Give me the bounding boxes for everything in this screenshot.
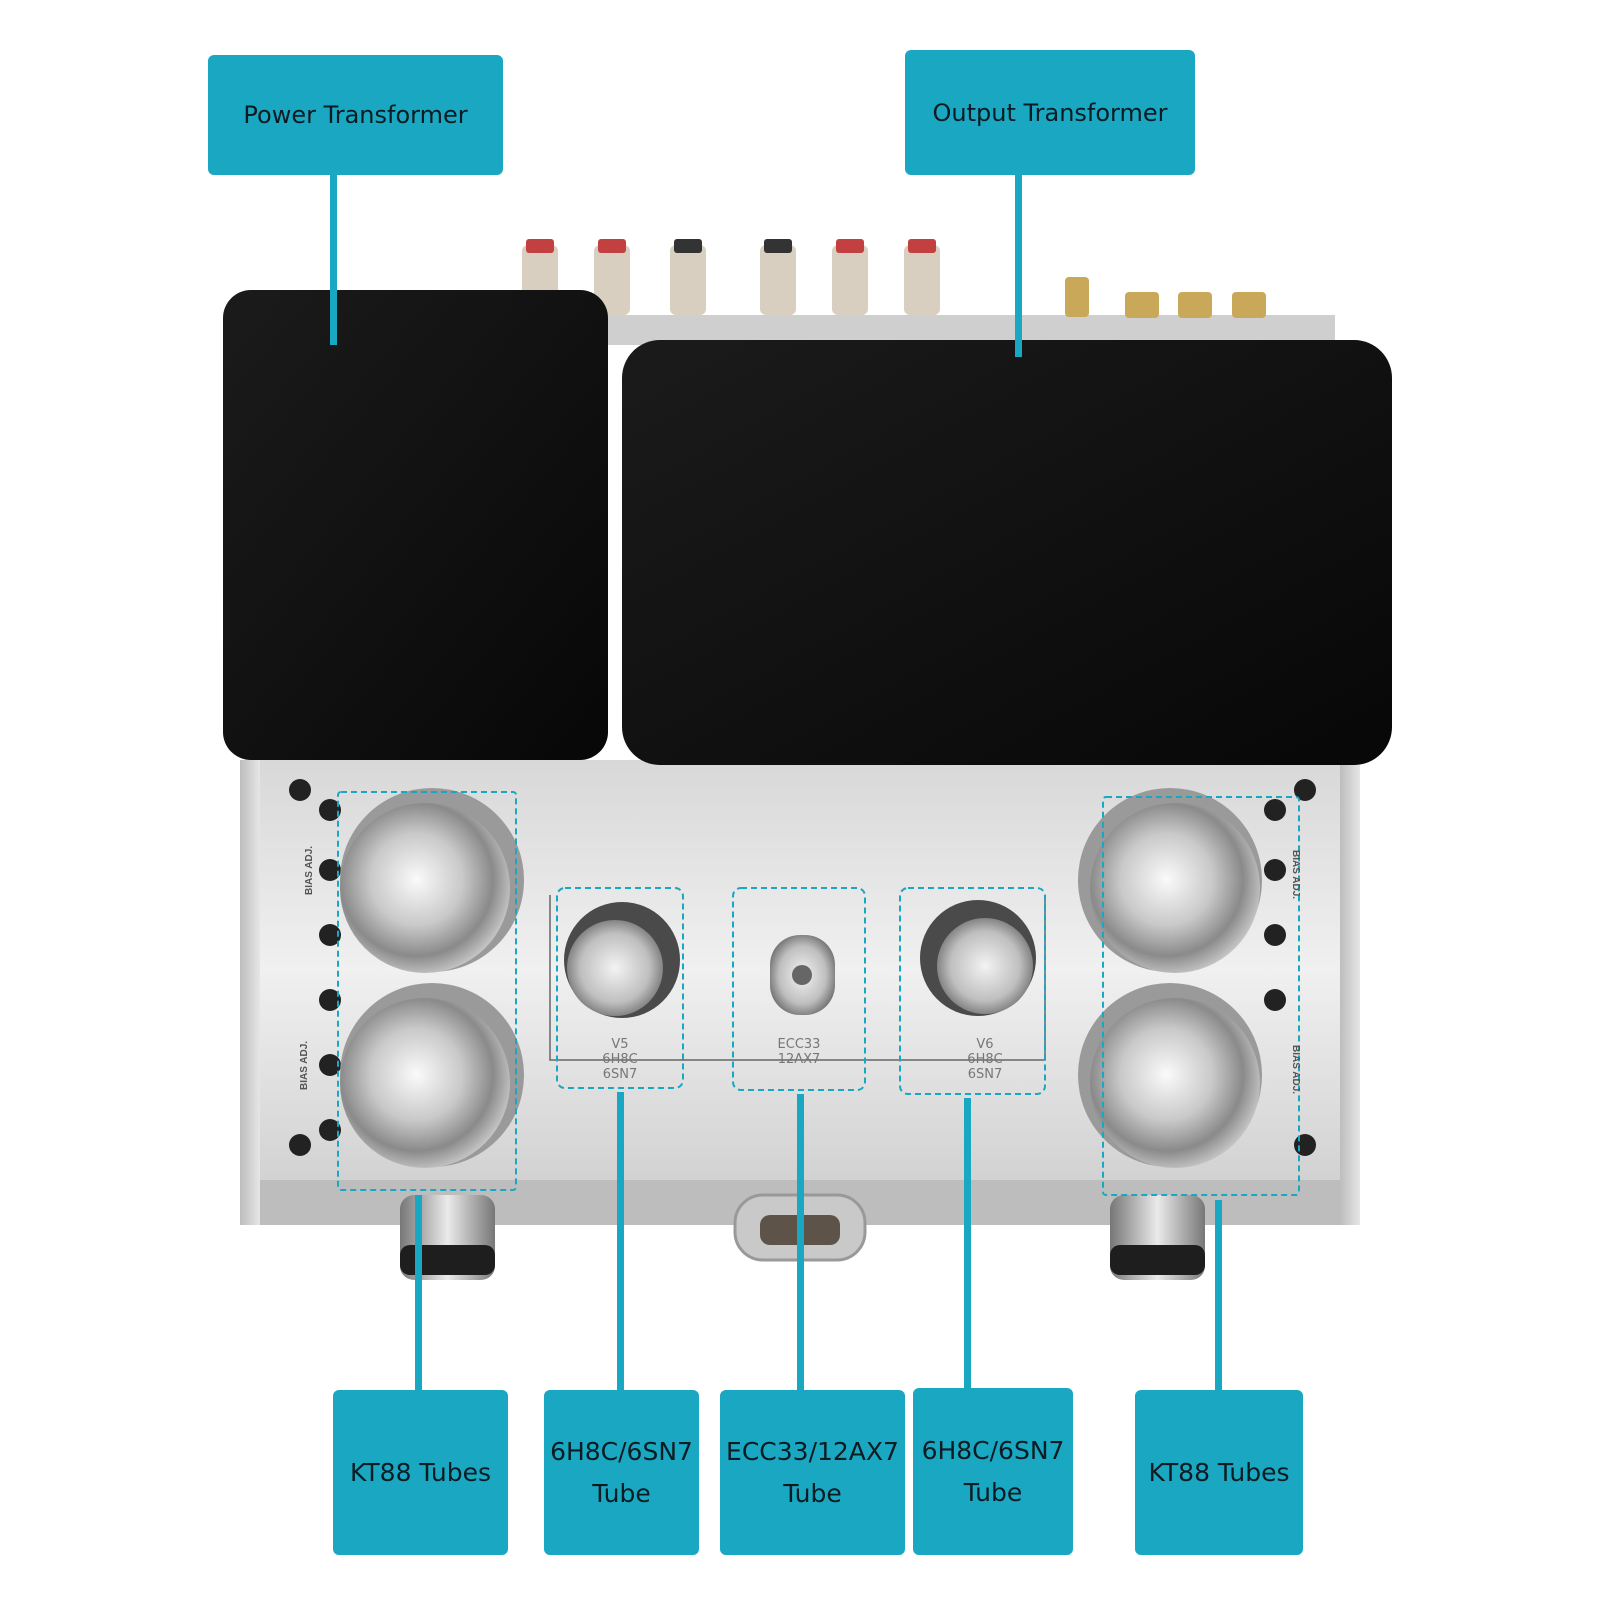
v6-label-line3: 6SN7 xyxy=(968,1067,1003,1082)
leader-output-transformer xyxy=(1015,172,1022,357)
leader-kt88-left xyxy=(415,1195,422,1390)
kt88-tubes-left xyxy=(340,788,524,1168)
callout-power-transformer: Power Transformer xyxy=(208,55,503,175)
leader-6h8c-left xyxy=(617,1092,624,1390)
callout-kt88-left-label: KT88 Tubes xyxy=(349,1457,492,1487)
tube-ecc33 xyxy=(770,935,835,1015)
leader-power-transformer xyxy=(330,172,337,345)
highlight-v6 xyxy=(899,887,1046,1095)
bias-adj-label-right-top: BIAS ADJ. xyxy=(1290,850,1301,899)
v5-label-line3: 6SN7 xyxy=(603,1067,638,1082)
callout-6h8c-right: 6H8C/6SN7 Tube xyxy=(913,1388,1073,1555)
bias-adj-label-left-bottom: BIAS ADJ. xyxy=(299,1041,310,1090)
volume-knob-left xyxy=(400,1195,495,1280)
power-transformer-cover xyxy=(223,290,608,760)
callout-ecc33: ECC33/12AX7 Tube xyxy=(720,1390,905,1555)
callout-kt88-left: KT88 Tubes xyxy=(333,1390,508,1555)
callout-6h8c-right-line1: 6H8C/6SN7 xyxy=(921,1435,1065,1465)
tube-v6 xyxy=(920,900,1036,1016)
callout-ecc33-line2: Tube xyxy=(783,1478,842,1508)
callout-power-transformer-label: Power Transformer xyxy=(243,101,468,129)
volume-knob-right xyxy=(1110,1195,1205,1280)
highlight-v5 xyxy=(556,887,684,1089)
rca-jacks xyxy=(1065,277,1266,318)
output-transformer-cover xyxy=(622,340,1392,765)
callout-6h8c-left-line1: 6H8C/6SN7 xyxy=(550,1436,693,1466)
v5-label-line2: 6H8C xyxy=(602,1052,637,1067)
highlight-kt88-right xyxy=(1102,796,1300,1196)
v5-label-line1: V5 xyxy=(611,1037,628,1052)
kt88-tubes-right xyxy=(1078,788,1262,1168)
callout-ecc33-line1: ECC33/12AX7 xyxy=(726,1436,899,1466)
callout-6h8c-left: 6H8C/6SN7 Tube xyxy=(544,1390,699,1555)
bias-adj-label-left-top: BIAS ADJ. xyxy=(304,846,315,895)
v6-label-line1: V6 xyxy=(976,1037,993,1052)
highlight-ecc33 xyxy=(732,887,866,1091)
callout-kt88-right-label: KT88 Tubes xyxy=(1148,1457,1290,1487)
leader-6h8c-right xyxy=(964,1098,971,1390)
ecc-label-line1: ECC33 xyxy=(778,1037,821,1052)
callout-kt88-right: KT88 Tubes xyxy=(1135,1390,1303,1555)
ecc-label-line2: 12AX7 xyxy=(778,1052,821,1067)
bias-adj-label-right-bottom: BIAS ADJ. xyxy=(1290,1045,1301,1094)
callout-output-transformer: Output Transformer xyxy=(905,50,1195,175)
speaker-binding-posts xyxy=(522,239,940,315)
bias-screws-left xyxy=(289,779,341,1156)
v6-label-line2: 6H8C xyxy=(967,1052,1002,1067)
leader-kt88-right xyxy=(1215,1200,1222,1390)
callout-6h8c-left-line2: Tube xyxy=(592,1478,651,1508)
highlight-kt88-left xyxy=(337,791,517,1191)
callout-6h8c-right-line2: Tube xyxy=(963,1477,1023,1507)
tube-v5 xyxy=(564,902,680,1018)
callout-output-transformer-label: Output Transformer xyxy=(932,98,1168,127)
leader-ecc33 xyxy=(797,1094,804,1390)
